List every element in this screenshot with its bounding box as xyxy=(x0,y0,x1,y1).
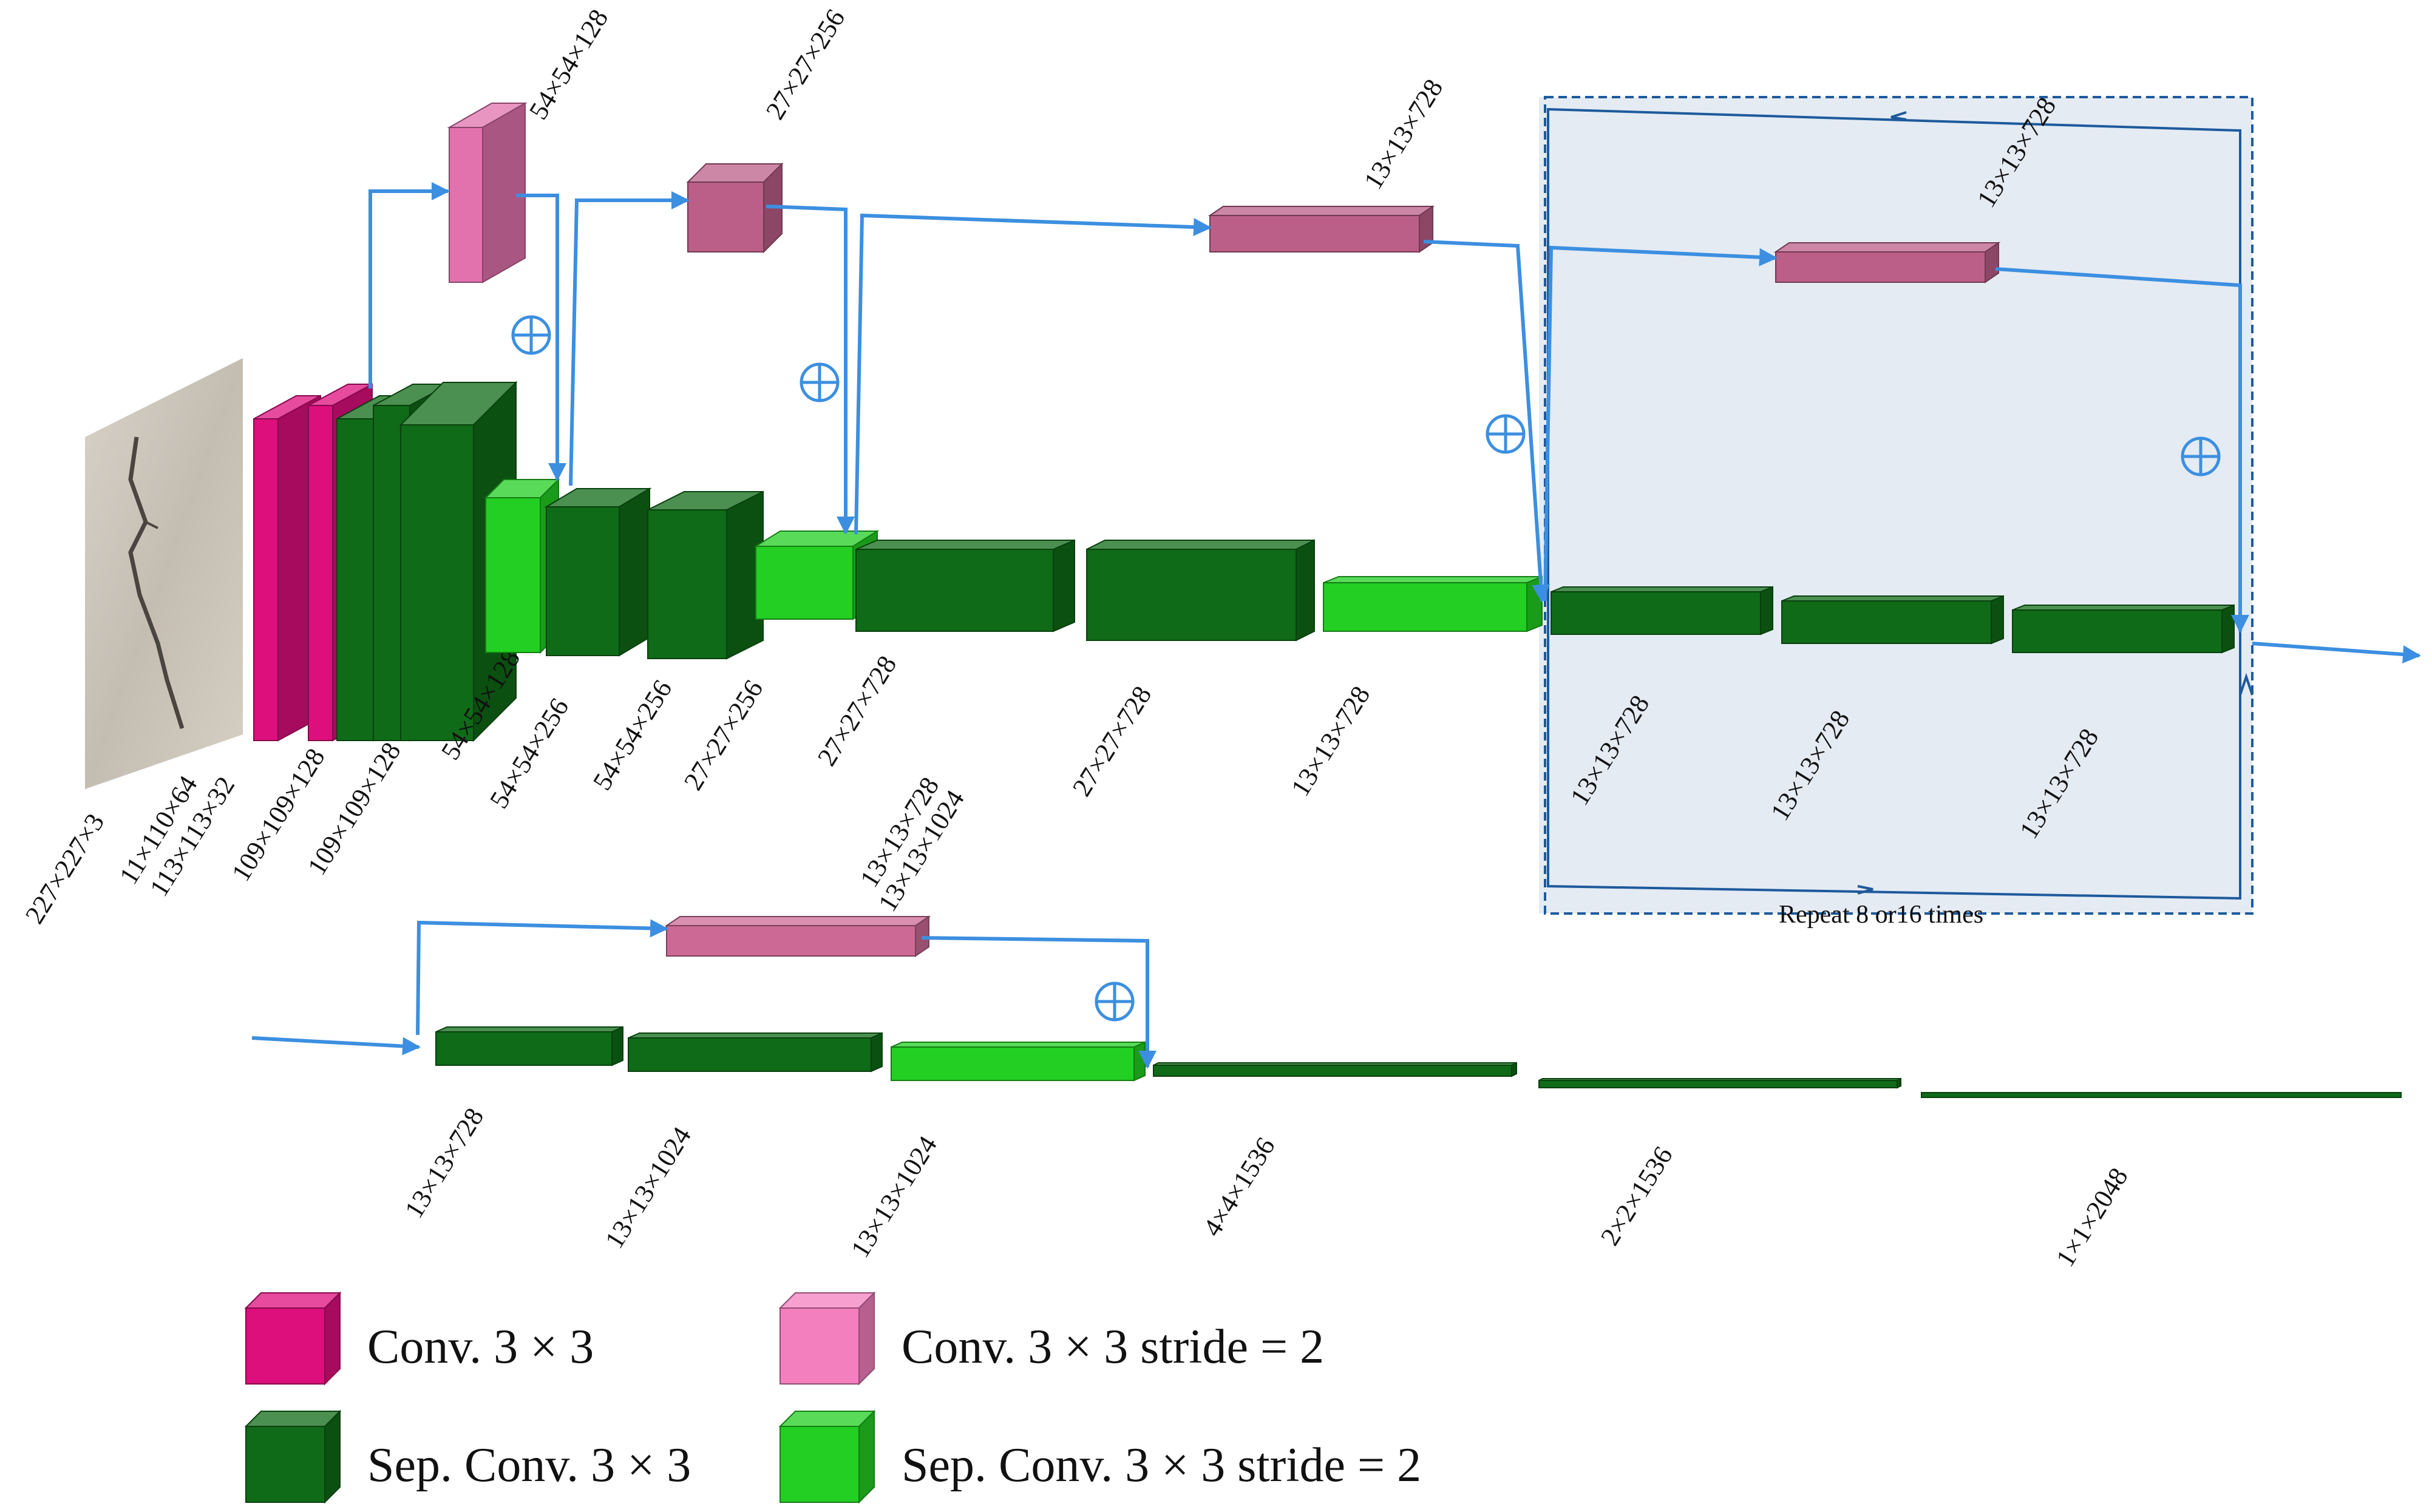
crack-image xyxy=(85,358,243,789)
skip-arrow-5-out xyxy=(921,936,1157,1069)
legend-swatch-3 xyxy=(244,1409,342,1504)
entry-block-label-7: 54×54×256 xyxy=(587,675,678,796)
exit-block-5 xyxy=(1538,1077,1901,1089)
exit-block-6 xyxy=(1921,1092,2402,1098)
exit-block-label-6: 1×1×2048 xyxy=(2050,1162,2134,1272)
repeat-loop-line xyxy=(1547,107,2241,900)
repeat-loop-arrow-bottom xyxy=(1857,885,1873,895)
add-symbol-4 xyxy=(2181,436,2221,476)
legend-swatch-1 xyxy=(244,1291,342,1386)
repeat-loop-arrow-top xyxy=(1890,111,1907,121)
entry-block-8 xyxy=(647,490,764,660)
exit-block-3 xyxy=(891,1041,1146,1082)
legend-label-4: Sep. Conv. 3 × 3 stride = 2 xyxy=(902,1439,1421,1492)
skip-arrow-4-in xyxy=(1543,245,1778,602)
exit-block-1 xyxy=(435,1026,623,1066)
middle-block-2 xyxy=(1781,595,2004,645)
repeat-box: Repeat 8 or16 times xyxy=(1539,96,2254,929)
exit-block-label-5: 2×2×1536 xyxy=(1595,1141,1679,1250)
add-symbols xyxy=(511,315,2221,1022)
crack-line xyxy=(128,436,185,730)
repeat-box-fill xyxy=(1539,97,2252,914)
legend-swatch-2 xyxy=(778,1291,876,1386)
add-symbol-1 xyxy=(511,315,551,355)
add-symbol-2 xyxy=(800,362,840,402)
exit-block-label-4: 4×4×1536 xyxy=(1197,1132,1281,1241)
entry-block-12 xyxy=(1323,575,1543,632)
connection-arrows xyxy=(251,182,2421,1069)
skip-arrow-3-out xyxy=(1423,240,1551,603)
skip-block-1 xyxy=(447,102,528,283)
exit-block-4 xyxy=(1153,1062,1517,1077)
input-image: 227×227×3 xyxy=(19,358,243,929)
exit-block-label-3: 13×13×1024 xyxy=(845,1131,943,1263)
skip-block-4 xyxy=(1773,242,2001,283)
skip-block-2 xyxy=(686,162,784,254)
skip-block-5 xyxy=(664,915,931,957)
skip-arrow-3-in xyxy=(854,213,1212,535)
skip-arrow-4-out xyxy=(1995,267,2249,633)
skip-block-label-3: 13×13×728 xyxy=(1358,74,1449,195)
repeat-caption: Repeat 8 or16 times xyxy=(1779,901,1983,929)
skip-arrow-5-in xyxy=(416,919,668,1036)
legend-label-2: Conv. 3 × 3 stride = 2 xyxy=(902,1320,1324,1374)
exit-block-label-1: 13×13×728 xyxy=(399,1103,489,1224)
legend-label-1: Conv. 3 × 3 xyxy=(367,1320,594,1374)
legend: Conv. 3 × 3 Conv. 3 × 3 stride = 2 Sep. Co… xyxy=(244,1291,1421,1504)
middle-block-1 xyxy=(1551,586,1773,636)
middle-block-3 xyxy=(2012,604,2235,654)
add-symbol-5 xyxy=(1095,981,1135,1022)
exit-block-2 xyxy=(628,1032,883,1073)
entry-block-label-11: 27×27×728 xyxy=(1067,681,1157,802)
entry-block-11 xyxy=(1086,539,1315,642)
entry-block-7 xyxy=(544,487,652,657)
legend-swatch-4 xyxy=(778,1409,876,1504)
entry-block-label-8: 27×27×256 xyxy=(678,675,769,796)
skip-arrow-2-in xyxy=(569,191,690,486)
exit-block-label-2: 13×13×1024 xyxy=(599,1122,697,1253)
skip-arrow-1-in xyxy=(369,182,450,388)
skip-block-label-2: 27×27×256 xyxy=(760,4,851,125)
skip-arrow-2-out xyxy=(766,205,855,535)
skip-block-3 xyxy=(1208,205,1435,253)
entry-block-label-12: 13×13×728 xyxy=(1285,681,1376,802)
repeat-loop-arrow-right xyxy=(2239,673,2254,696)
legend-label-3: Sep. Conv. 3 × 3 xyxy=(367,1439,691,1492)
exit-flow-input-arrow xyxy=(251,1036,421,1056)
skip-block-label-1: 54×54×128 xyxy=(523,4,614,125)
add-symbol-3 xyxy=(1486,414,1526,454)
input-image-label: 227×227×3 xyxy=(19,809,110,929)
entry-block-10 xyxy=(855,539,1075,632)
middle-flow-output-arrow xyxy=(2252,642,2421,664)
skip-arrow-1-out xyxy=(516,194,566,481)
entry-block-label-9: 27×27×728 xyxy=(812,651,902,771)
